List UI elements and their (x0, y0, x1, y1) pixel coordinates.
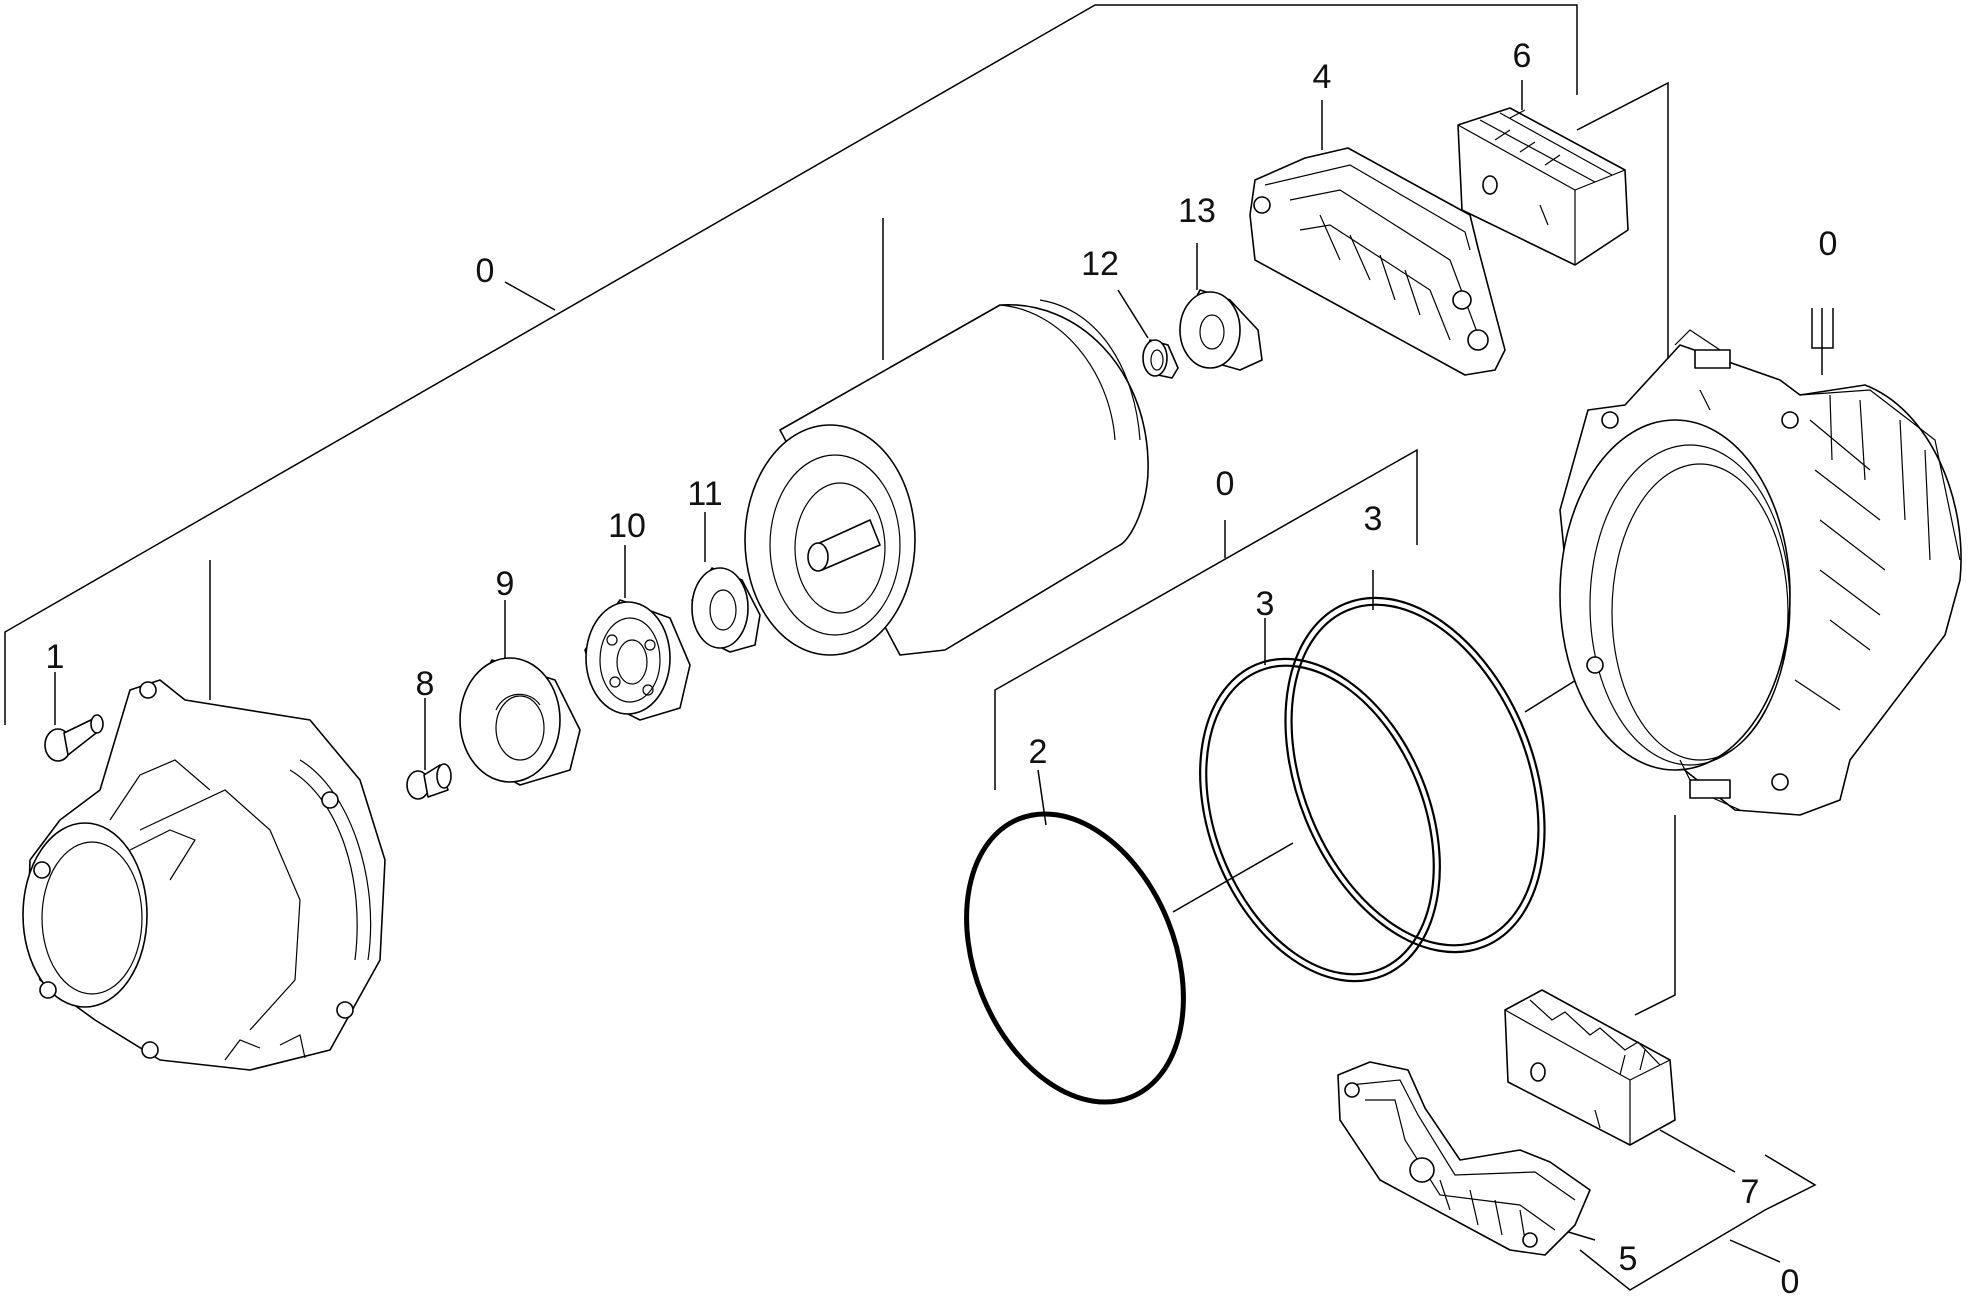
part-oring-3-large (1284, 596, 1546, 954)
callout-2: 2 (1029, 733, 1048, 771)
part-ring-12 (1142, 339, 1179, 379)
part-connector-7 (1504, 989, 1676, 1146)
part-bracket-5 (1337, 1061, 1591, 1256)
part-bearing-13 (1179, 289, 1263, 371)
callout-5: 5 (1619, 1240, 1638, 1278)
part-oring-3-small (1199, 657, 1441, 983)
callout-9: 9 (496, 565, 515, 603)
part-screw-1 (44, 714, 104, 762)
callout-8: 8 (416, 665, 435, 703)
part-oring-2 (964, 811, 1186, 1105)
part-left-housing (22, 679, 386, 1071)
part-rotor-drum (744, 299, 1149, 656)
part-pin-8 (406, 763, 452, 800)
part-connector-6 (1457, 107, 1629, 266)
callout-0-mid: 0 (1216, 465, 1235, 503)
part-seal-9 (459, 657, 581, 786)
callout-4: 4 (1313, 58, 1332, 96)
part-bracket-4 (1249, 147, 1506, 376)
callout-1: 1 (46, 638, 65, 676)
callout-12: 12 (1081, 245, 1119, 283)
callout-3b: 3 (1364, 500, 1383, 538)
part-ring-11 (691, 567, 761, 653)
callout-10: 10 (608, 507, 646, 545)
part-right-housing (1559, 329, 1962, 816)
callout-labels: 0 0 0 0 1 2 3 3 4 5 6 7 8 9 10 11 12 13 (46, 37, 1838, 1301)
part-bearing-10 (584, 599, 691, 721)
callout-0-top: 0 (476, 252, 495, 290)
callout-6: 6 (1513, 37, 1532, 75)
callout-11: 11 (687, 475, 722, 513)
callout-0-right: 0 (1819, 225, 1838, 263)
callout-3a: 3 (1256, 585, 1275, 623)
callout-7: 7 (1741, 1173, 1760, 1211)
callout-0-bottom: 0 (1781, 1263, 1800, 1301)
callout-13: 13 (1178, 192, 1216, 230)
